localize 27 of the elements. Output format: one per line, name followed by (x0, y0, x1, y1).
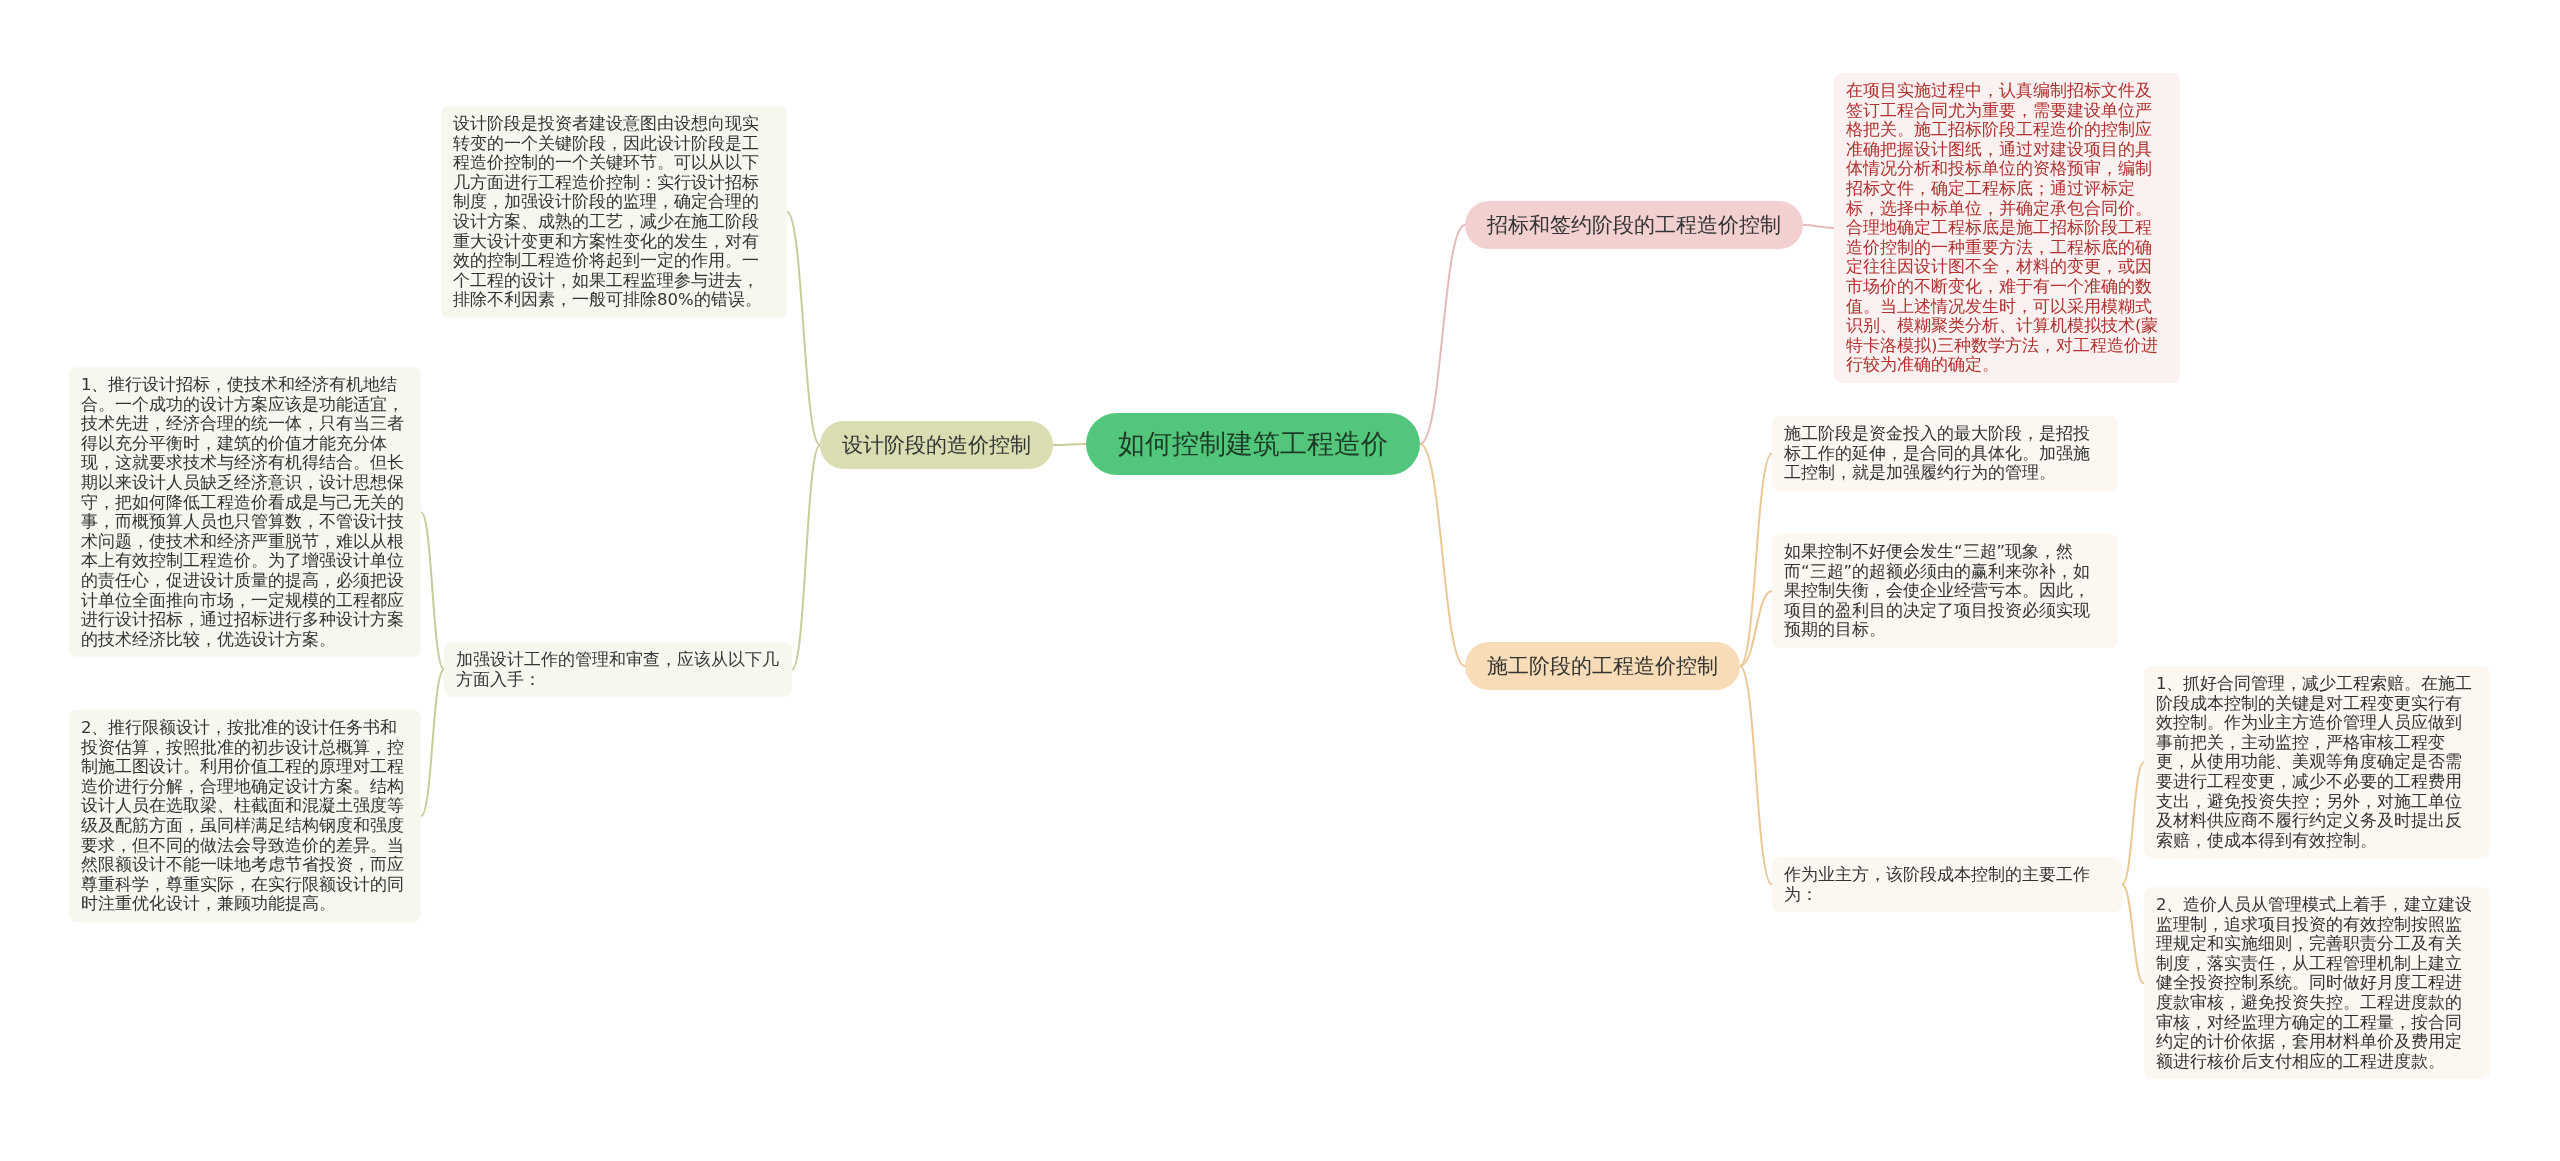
branch-topic: 施工阶段的工程造价控制 (1465, 642, 1740, 690)
text-card: 在项目实施过程中，认真编制招标文件及签订工程合同尤为重要，需要建设单位严格把关。施工招标阶段工程造价的控制应准确把握设计图纸，通过对建设项目的具体情况分析和投标单位的资格预审，编制招标文件，确定工程标底；通过评标定标，选择中标单位，并确定承包合同价。合理地确定工程标底是施工招标阶段工程造价控制的一种重要方法，工程标底的确定往往因设计图不全，材料的变更，或因市场价的不断变化，难于有一个准确的数值。当上述情况发生时，可以采用模糊式识别、模糊聚类分析、计算机模拟技术(蒙特卡洛模拟)三种数学方法，对工程造价进行较为准确的确定。 (1834, 73, 2180, 383)
connector (420, 511, 445, 671)
connector (1739, 590, 1773, 667)
connector (791, 444, 821, 671)
connector (1802, 224, 1835, 229)
connector (786, 210, 821, 446)
text-card: 设计阶段是投资者建设意图由设想向现实转变的一个关键阶段，因此设计阶段是工程造价控制的一个关键环节。可以从以下几方面进行工程造价控制：实行设计招标制度，加强设计阶段的监理，确定合理的设计方案、成熟的工艺，减少在施工阶段重大设计变更和方案性变化的发生，对有效的控制工程造价将起到一定的作用。一个工程的设计，如果工程监理参与进去，排除不利因素，一般可排除80%的错误。 (441, 106, 787, 318)
connector (1052, 443, 1087, 446)
text-card: 作为业主方，该阶段成本控制的主要工作为： (1772, 857, 2122, 913)
connector (1739, 665, 1773, 886)
branch-topic: 设计阶段的造价控制 (820, 421, 1053, 469)
text-card: 2、推行限额设计，按批准的设计任务书和投资估算，按照批准的初步设计总概算，控制施工图设计。利用价值工程的原理对工程造价进行分解，合理地确定设计方案。结构设计人员在选取梁、柱截面和混凝土强度等级及配筋方面，虽同样满足结构钢度和强度要求，但不同的做法会导致造价的差异。当然限额设计不能一味地考虑节省投资，而应尊重科学，尊重实际，在实行限额设计的同时注重优化设计，兼顾功能提高。 (69, 710, 421, 922)
branch-topic: 招标和签约阶段的工程造价控制 (1465, 201, 1803, 249)
text-card: 1、抓好合同管理，减少工程索赔。在施工阶段成本控制的关键是对工程变更实行有效控制。作为业主方造价管理人员应做到事前把关，主动监控，严格审核工程变更，从使用功能、美观等角度确定是否需要进行工程变更，减少不必要的工程费用支出，避免投资失控；另外，对施工单位及材料供应商不履行约定义务及时提出反索赔，使成本得到有效控制。 (2144, 666, 2490, 859)
text-card: 加强设计工作的管理和审查，应该从以下几方面入手： (444, 642, 792, 698)
text-card: 如果控制不好便会发生“三超”现象，然而“三超”的超额必须由的赢利来弥补，如果控制失衡，会使企业经营亏本。因此，项目的盈利目的决定了项目投资必须实现预期的目标。 (1772, 534, 2118, 648)
connector (2121, 761, 2145, 886)
connector (1739, 452, 1773, 667)
connector (2121, 883, 2145, 985)
text-card: 2、造价人员从管理模式上着手，建立建设监理制，追求项目投资的有效控制按照监理规定和实施细则，完善职责分工及有关制度，落实责任，从工程管理机制上建立健全投资控制系统。同时做好月度工程进度款审核，避免投资失控。工程进度款的审核，对经监理方确定的工程量，按合同约定的计价依据，套用材料单价及费用定额进行核价后支付相应的工程进度款。 (2144, 887, 2490, 1080)
connector (1419, 224, 1466, 445)
connector (1419, 443, 1466, 667)
text-card: 1、推行设计招标，使技术和经济有机地结合。一个成功的设计方案应该是功能适宜，技术先进，经济合理的统一体，只有当三者得以充分平衡时，建筑的价值才能充分体现，这就要求技术与经济有机得结合。但长期以来设计人员缺乏经济意识，设计思想保守，把如何降低工程造价看成是与己无关的事，而概预算人员也只管算数，不管设计技术问题，使技术和经济严重脱节，难以从根本上有效控制工程造价。为了增强设计单位的责任心，促进设计质量的提高，必须把设计单位全面推向市场，一定规模的工程都应进行设计招标，通过招标进行多种设计方案的技术经济比较，优选设计方案。 (69, 367, 421, 658)
connector (420, 668, 445, 817)
central-topic: 如何控制建筑工程造价 (1086, 413, 1420, 475)
text-card: 施工阶段是资金投入的最大阶段，是招投标工作的延伸，是合同的具体化。加强施工控制，就是加强履约行为的管理。 (1772, 416, 2118, 491)
